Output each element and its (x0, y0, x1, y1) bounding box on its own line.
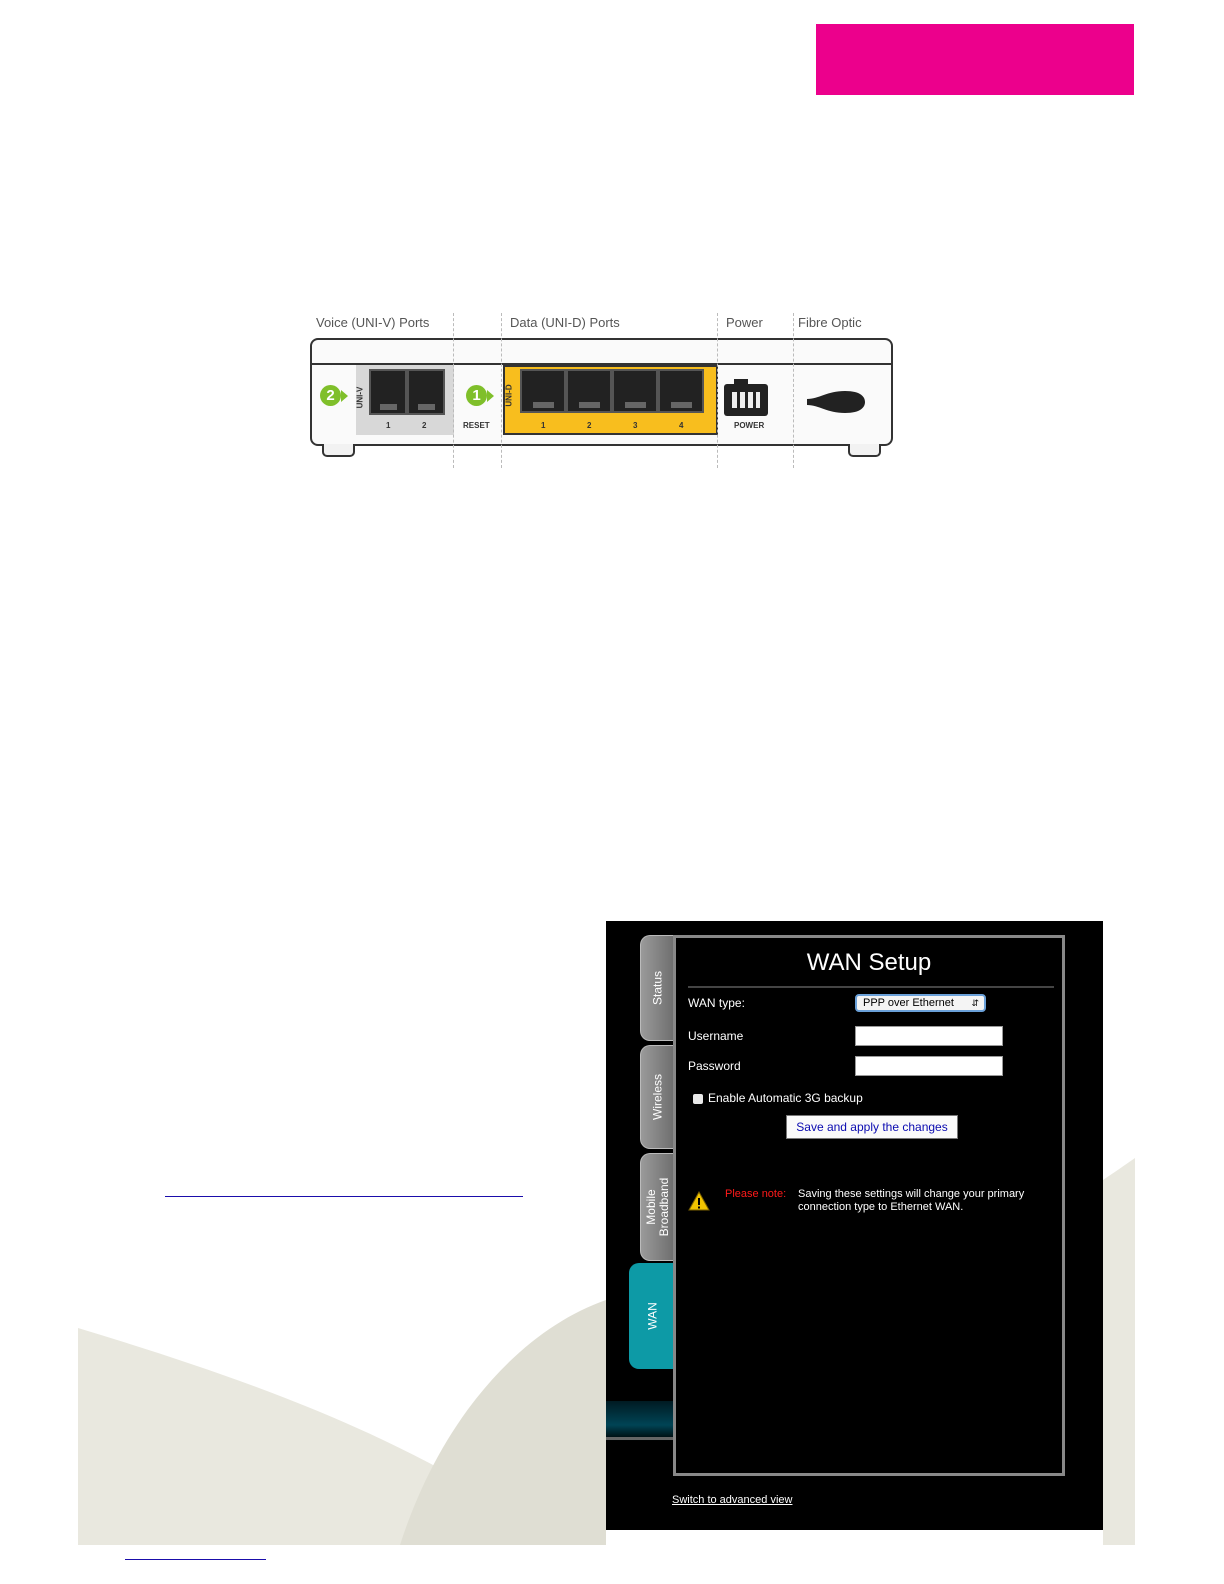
voice-port-2 (407, 369, 445, 415)
warning-icon (688, 1191, 710, 1211)
footer-link[interactable] (125, 1559, 266, 1560)
fibre-optic-port-icon (807, 391, 865, 413)
username-input[interactable] (855, 1026, 1003, 1046)
fibre-optic-label: Fibre Optic (798, 315, 862, 330)
badge-2-arrow (341, 390, 348, 402)
uni-v-label: UNI-V (355, 386, 365, 409)
select-arrows-icon: ⇵ (971, 998, 979, 1008)
voice-port-number: 2 (422, 421, 427, 430)
ont-back-panel-diagram: Voice (UNI-V) Ports Data (UNI-D) Ports P… (300, 305, 910, 475)
data-port-3 (612, 369, 658, 413)
title-divider (688, 986, 1054, 988)
divider (717, 313, 718, 468)
tab-wan-label: WAN (645, 1302, 659, 1330)
note-text: Saving these settings will change your p… (798, 1188, 1025, 1213)
power-port (724, 379, 768, 416)
uni-d-label: UNI-D (504, 384, 514, 407)
password-input[interactable] (855, 1056, 1003, 1076)
note-label: Please note: (725, 1188, 787, 1200)
badge-1: 1 (466, 385, 487, 406)
data-port-4 (658, 369, 704, 413)
wan-type-select[interactable]: PPP over Ethernet ⇵ (855, 994, 986, 1012)
data-port-2 (566, 369, 612, 413)
switch-to-advanced-view-link[interactable]: Switch to advanced view (672, 1494, 793, 1506)
reset-label: RESET (463, 421, 490, 430)
tab-wireless-label: Wireless (650, 1073, 664, 1121)
tab-wan[interactable]: WAN (629, 1263, 675, 1369)
divider (501, 313, 502, 468)
ont-foot-right (848, 444, 881, 457)
power-port-label: POWER (734, 421, 765, 430)
background-glow (606, 1401, 676, 1441)
power-section-label: Power (726, 315, 763, 330)
tab-mobile-broadband[interactable]: Mobile Broadband (640, 1153, 674, 1261)
voice-ports-label: Voice (UNI-V) Ports (316, 315, 430, 330)
username-label: Username (688, 1029, 744, 1043)
ont-top-edge (310, 363, 893, 365)
data-port-number: 3 (633, 421, 638, 430)
data-ports-label: Data (UNI-D) Ports (510, 315, 620, 330)
data-port-1 (520, 369, 566, 413)
ont-foot-left (322, 444, 355, 457)
divider (793, 313, 794, 468)
document-link[interactable] (165, 1196, 523, 1197)
data-port-number: 1 (541, 421, 546, 430)
wan-type-label: WAN type: (688, 996, 745, 1010)
page-title: WAN Setup (806, 949, 932, 976)
wan-setup-screenshot: Status Wireless Mobile Broadband WAN WAN… (606, 921, 1103, 1530)
header-accent-block (816, 24, 1134, 95)
divider (453, 313, 454, 468)
tab-status[interactable]: Status (640, 935, 674, 1041)
tab-wireless[interactable]: Wireless (640, 1045, 674, 1149)
data-port-number: 4 (679, 421, 684, 430)
data-port-number: 2 (587, 421, 592, 430)
tab-mobile-broadband-label: Mobile Broadband (643, 1177, 671, 1237)
voice-port-1 (369, 369, 407, 415)
save-and-apply-button[interactable]: Save and apply the changes (786, 1115, 958, 1139)
automatic-3g-backup-label: Enable Automatic 3G backup (708, 1091, 863, 1105)
automatic-3g-backup-checkbox[interactable] (693, 1094, 703, 1104)
badge-1-arrow (487, 390, 494, 402)
wan-setup-panel: WAN Setup WAN type: PPP over Ethernet ⇵ … (673, 935, 1065, 1476)
wan-type-value: PPP over Ethernet (863, 997, 954, 1009)
voice-port-number: 1 (386, 421, 391, 430)
password-label: Password (688, 1059, 741, 1073)
background-line (606, 1437, 676, 1440)
tab-status-label: Status (650, 970, 664, 1006)
badge-2: 2 (320, 385, 341, 406)
